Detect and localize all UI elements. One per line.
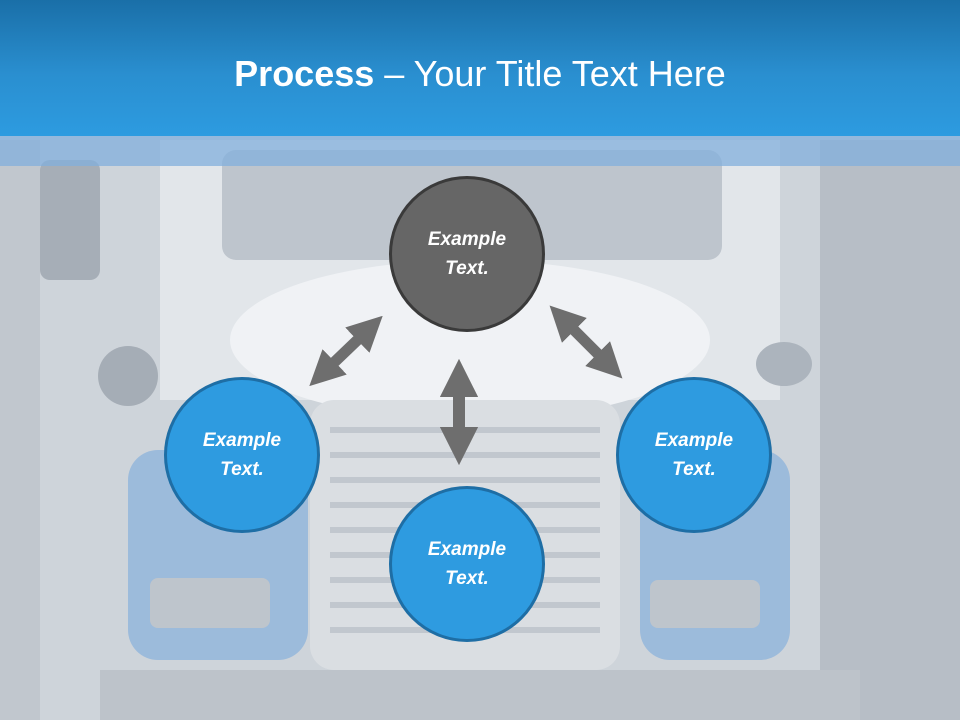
title-bar [0, 0, 960, 136]
node-bottom: Example Text. [389, 486, 545, 642]
arrow-top-right [549, 305, 623, 379]
slide-title: Process – Your Title Text Here [0, 52, 960, 96]
node-top-label: Example Text. [427, 229, 507, 279]
node-top: Example Text. [389, 176, 545, 332]
title-accent-strip [0, 136, 960, 166]
node-left-label: Example Text. [202, 430, 282, 480]
node-right-label: Example Text. [654, 430, 734, 480]
title-rest-part: – Your Title Text Here [374, 53, 726, 94]
node-right: Example Text. [616, 377, 772, 533]
node-bottom-label: Example Text. [427, 539, 507, 589]
title-bold-part: Process [234, 53, 375, 94]
node-left: Example Text. [164, 377, 320, 533]
arrow-top-left [309, 315, 383, 387]
